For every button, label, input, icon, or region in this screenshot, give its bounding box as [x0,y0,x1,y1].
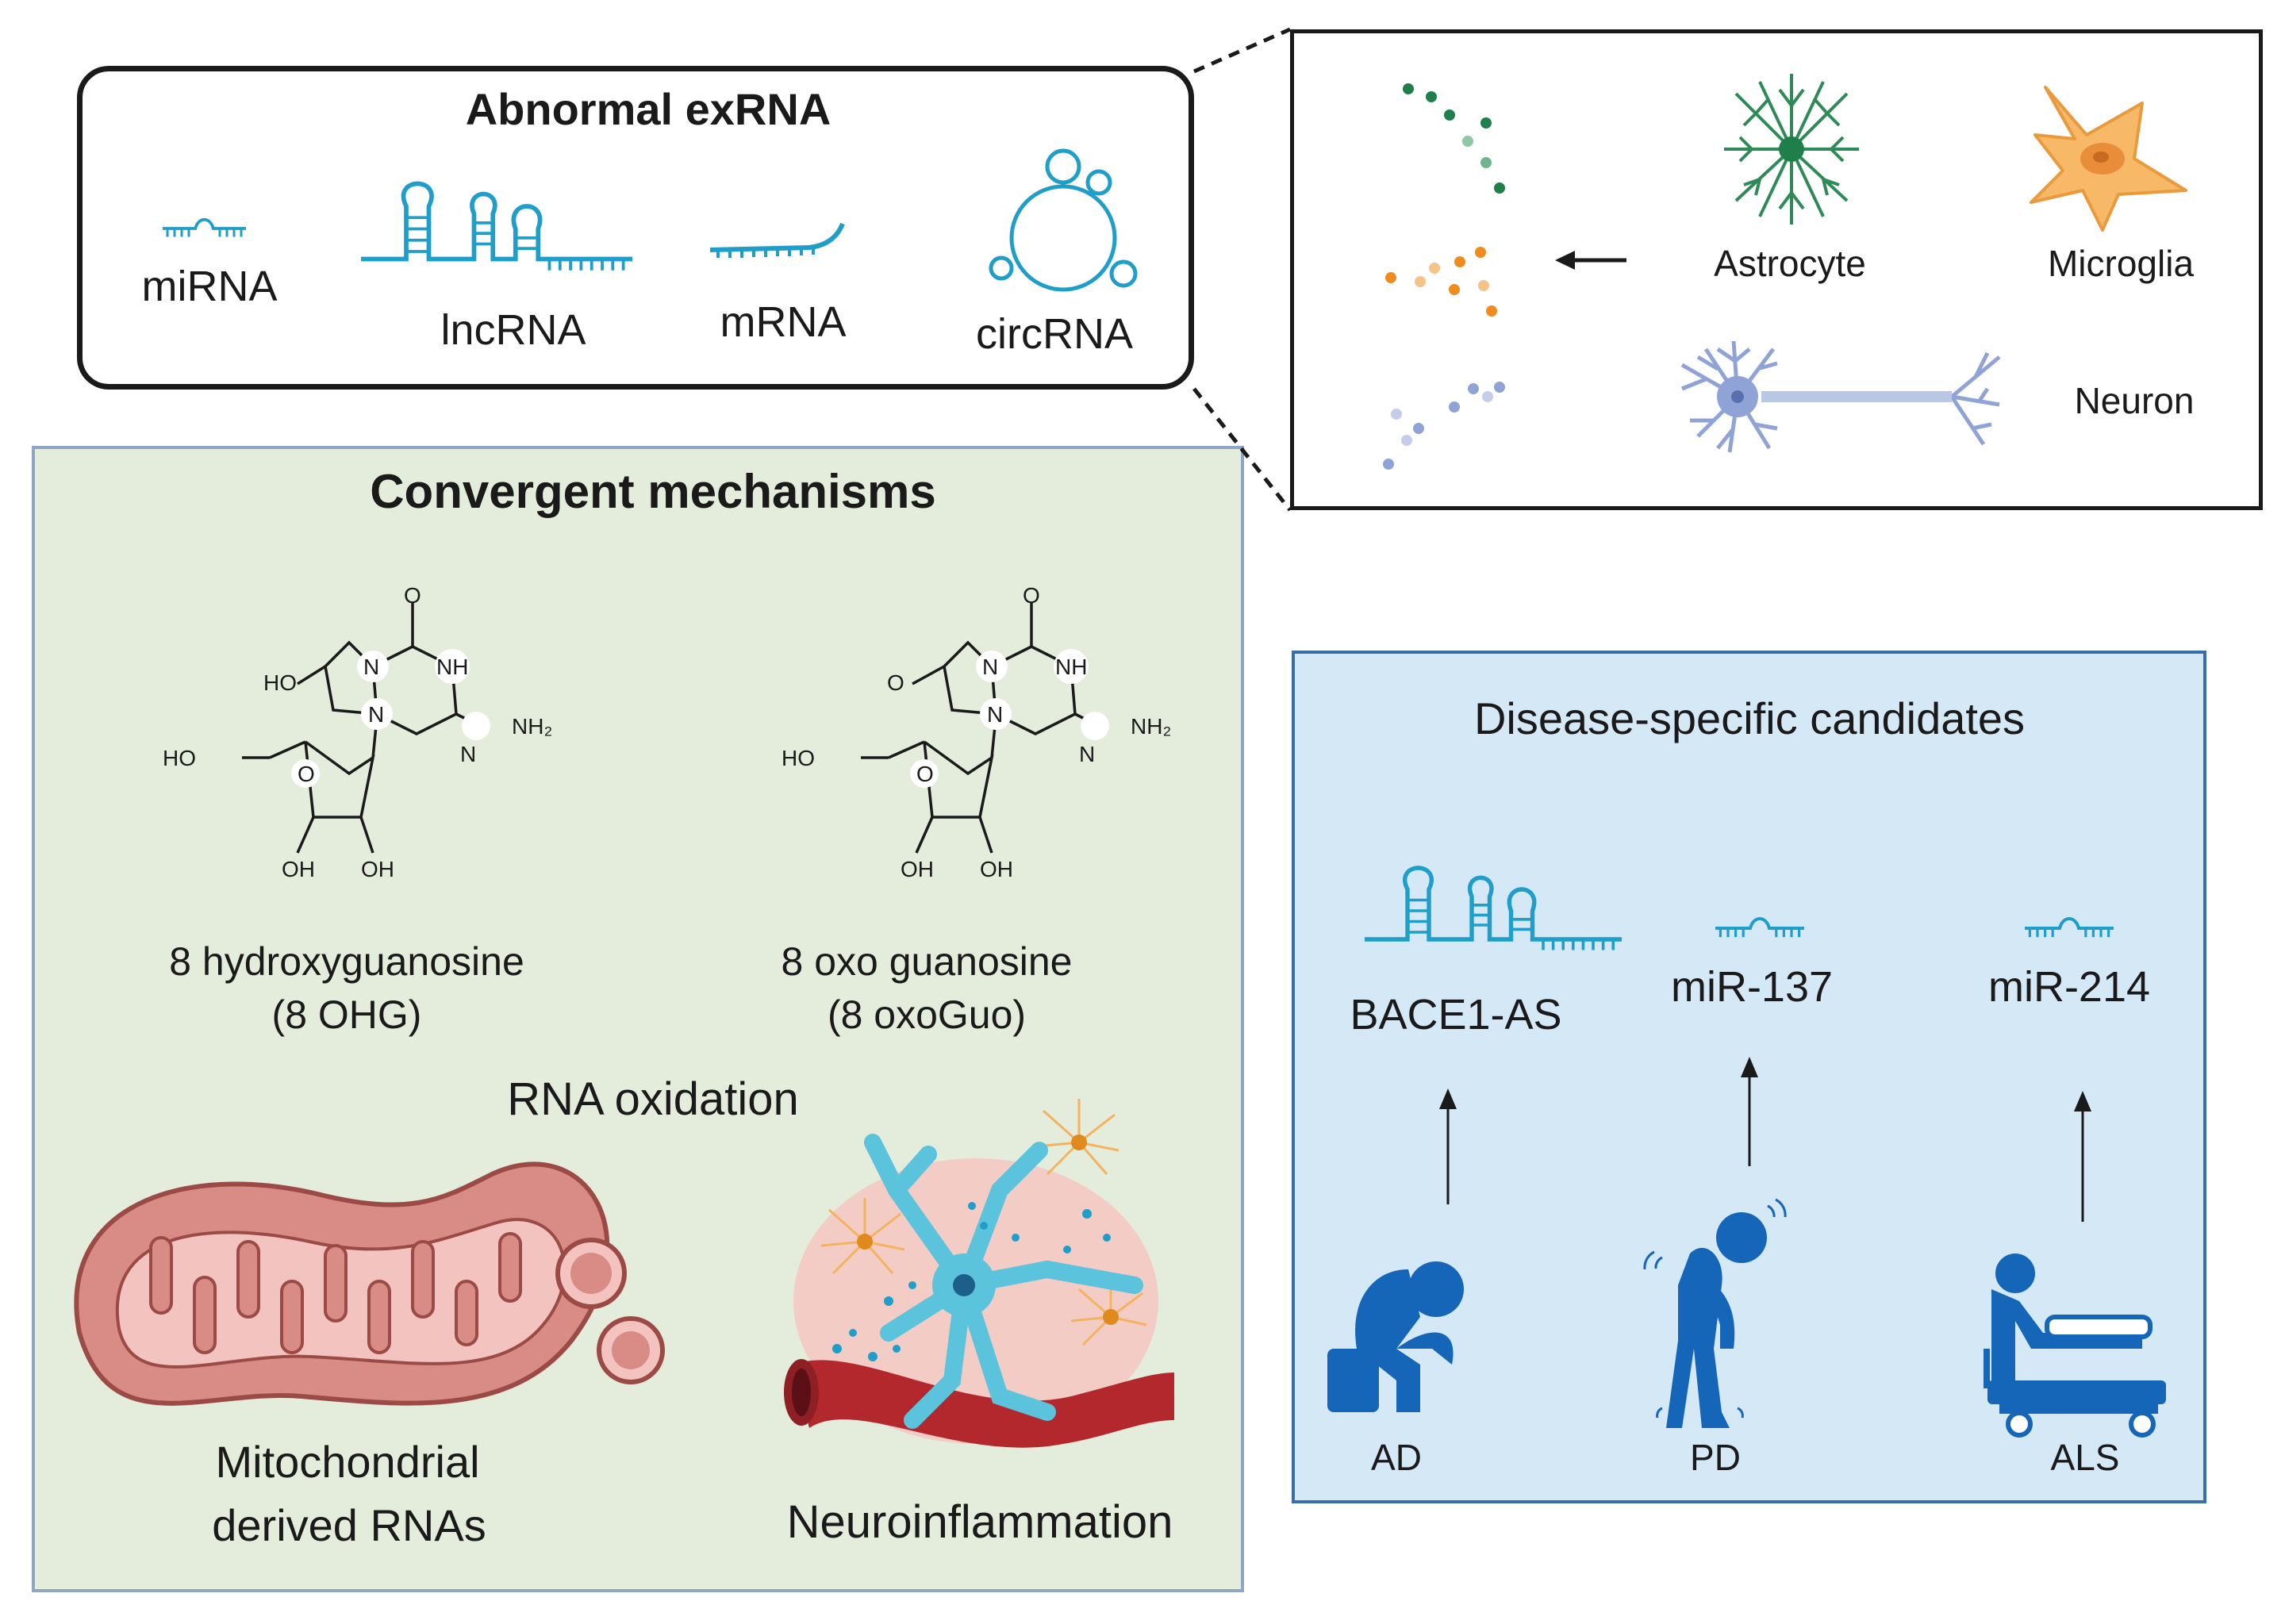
astrocyte-label: Astrocyte [1714,243,1866,284]
mrna-label: mRNA [720,298,847,346]
mir-214-icon [2025,919,2114,937]
mir-137-icon [1715,919,1804,937]
release-arrow-icon [1555,251,1626,270]
lncrna-icon [361,184,632,271]
ad-arrow-icon [1439,1088,1457,1204]
microglia-label: Microglia [2047,243,2195,284]
molecule2-abbr: (8 oxoGuo) [827,992,1027,1037]
oxoguo-oh-3: OH [980,857,1013,881]
molecule1-name: 8 hydroxyguanosine [169,939,524,984]
ohg-oh-2: OH [282,857,315,881]
disease-als-label: ALS [2050,1437,2120,1478]
ohg-n3: N [460,742,477,766]
microglia-vesicles [1385,247,1497,317]
8-ohg-atom-circles [291,649,490,788]
circrna-icon [989,148,1138,292]
molecule1-abbr: (8 OHG) [271,992,422,1037]
ohg-oh-3: OH [361,857,394,881]
disease-title: Disease-specific candidates [1473,693,2026,743]
candidate-bace1-as: BACE1-AS [1350,991,1562,1039]
ohg-ho-8: HO [263,670,297,695]
als-patient-bed-icon [1984,1254,2166,1438]
mito-label-line1: Mitochondrial [215,1437,480,1487]
abnormal-exrna-box [77,66,1194,390]
oxoguo-ho-5: HO [782,746,815,770]
oxoguo-oh-2: OH [901,857,934,881]
lncrna-label: lncRNA [440,306,586,354]
neuron-icon [1680,340,2001,453]
8-oxoguo-atom-circles [910,649,1109,788]
molecule2-name: 8 oxo guanosine [781,939,1073,984]
mitochondrion-icon [74,1161,665,1406]
mirna-icon [161,217,248,239]
ohg-n7: N [363,655,380,679]
ohg-ring-o: O [298,762,315,786]
mito-label-line2: derived RNAs [212,1500,486,1550]
convergent-title: Convergent mechanisms [370,465,936,518]
oxoguo-n9: N [987,702,1004,727]
neuroinflammation-label: Neuroinflammation [786,1496,1173,1548]
mrna-icon [709,222,845,258]
neuron-vesicles [1383,382,1505,470]
disease-pd-label: PD [1690,1437,1741,1478]
ad-patient-icon [1327,1261,1464,1412]
oxoguo-nh2: NH₂ [1131,714,1172,739]
8-oxoguo-structure [861,603,1100,854]
circrna-label: circRNA [976,310,1133,358]
mirna-label: miRNA [141,263,278,310]
oxoguo-nh: NH [1055,655,1088,679]
astrocyte-icon [1724,74,1859,225]
microglia-icon [2030,86,2187,232]
als-arrow-icon [2074,1091,2091,1222]
ohg-carbonyl-o: O [404,583,421,608]
pd-patient-icon [1643,1198,1787,1428]
astrocyte-vesicles [1403,83,1505,194]
candidate-mir-214: miR-214 [1987,963,2151,1011]
candidate-mir-137: miR-137 [1670,963,1834,1011]
oxoguo-n3: N [1079,742,1096,766]
ohg-ho-5: HO [163,746,196,770]
rna-oxidation-label: RNA oxidation [507,1073,799,1125]
ohg-nh: NH [436,655,469,679]
oxoguo-n7: N [982,655,999,679]
oxoguo-o-8: O [887,670,904,695]
neuroinflammation-icon [784,1099,1174,1448]
disease-ad-label: AD [1371,1437,1422,1478]
ohg-n9: N [368,702,385,727]
8-ohg-structure [242,603,481,854]
oxoguo-carbonyl-o: O [1023,583,1040,608]
bace1-as-lncrna-icon [1365,868,1622,950]
exrna-title: Abnormal exRNA [465,84,831,134]
pd-arrow-icon [1741,1057,1758,1166]
ohg-nh2: NH₂ [512,714,553,739]
neuron-label: Neuron [2074,380,2195,421]
oxoguo-ring-o: O [916,762,934,786]
zoom-connector-lines [1192,27,1292,512]
